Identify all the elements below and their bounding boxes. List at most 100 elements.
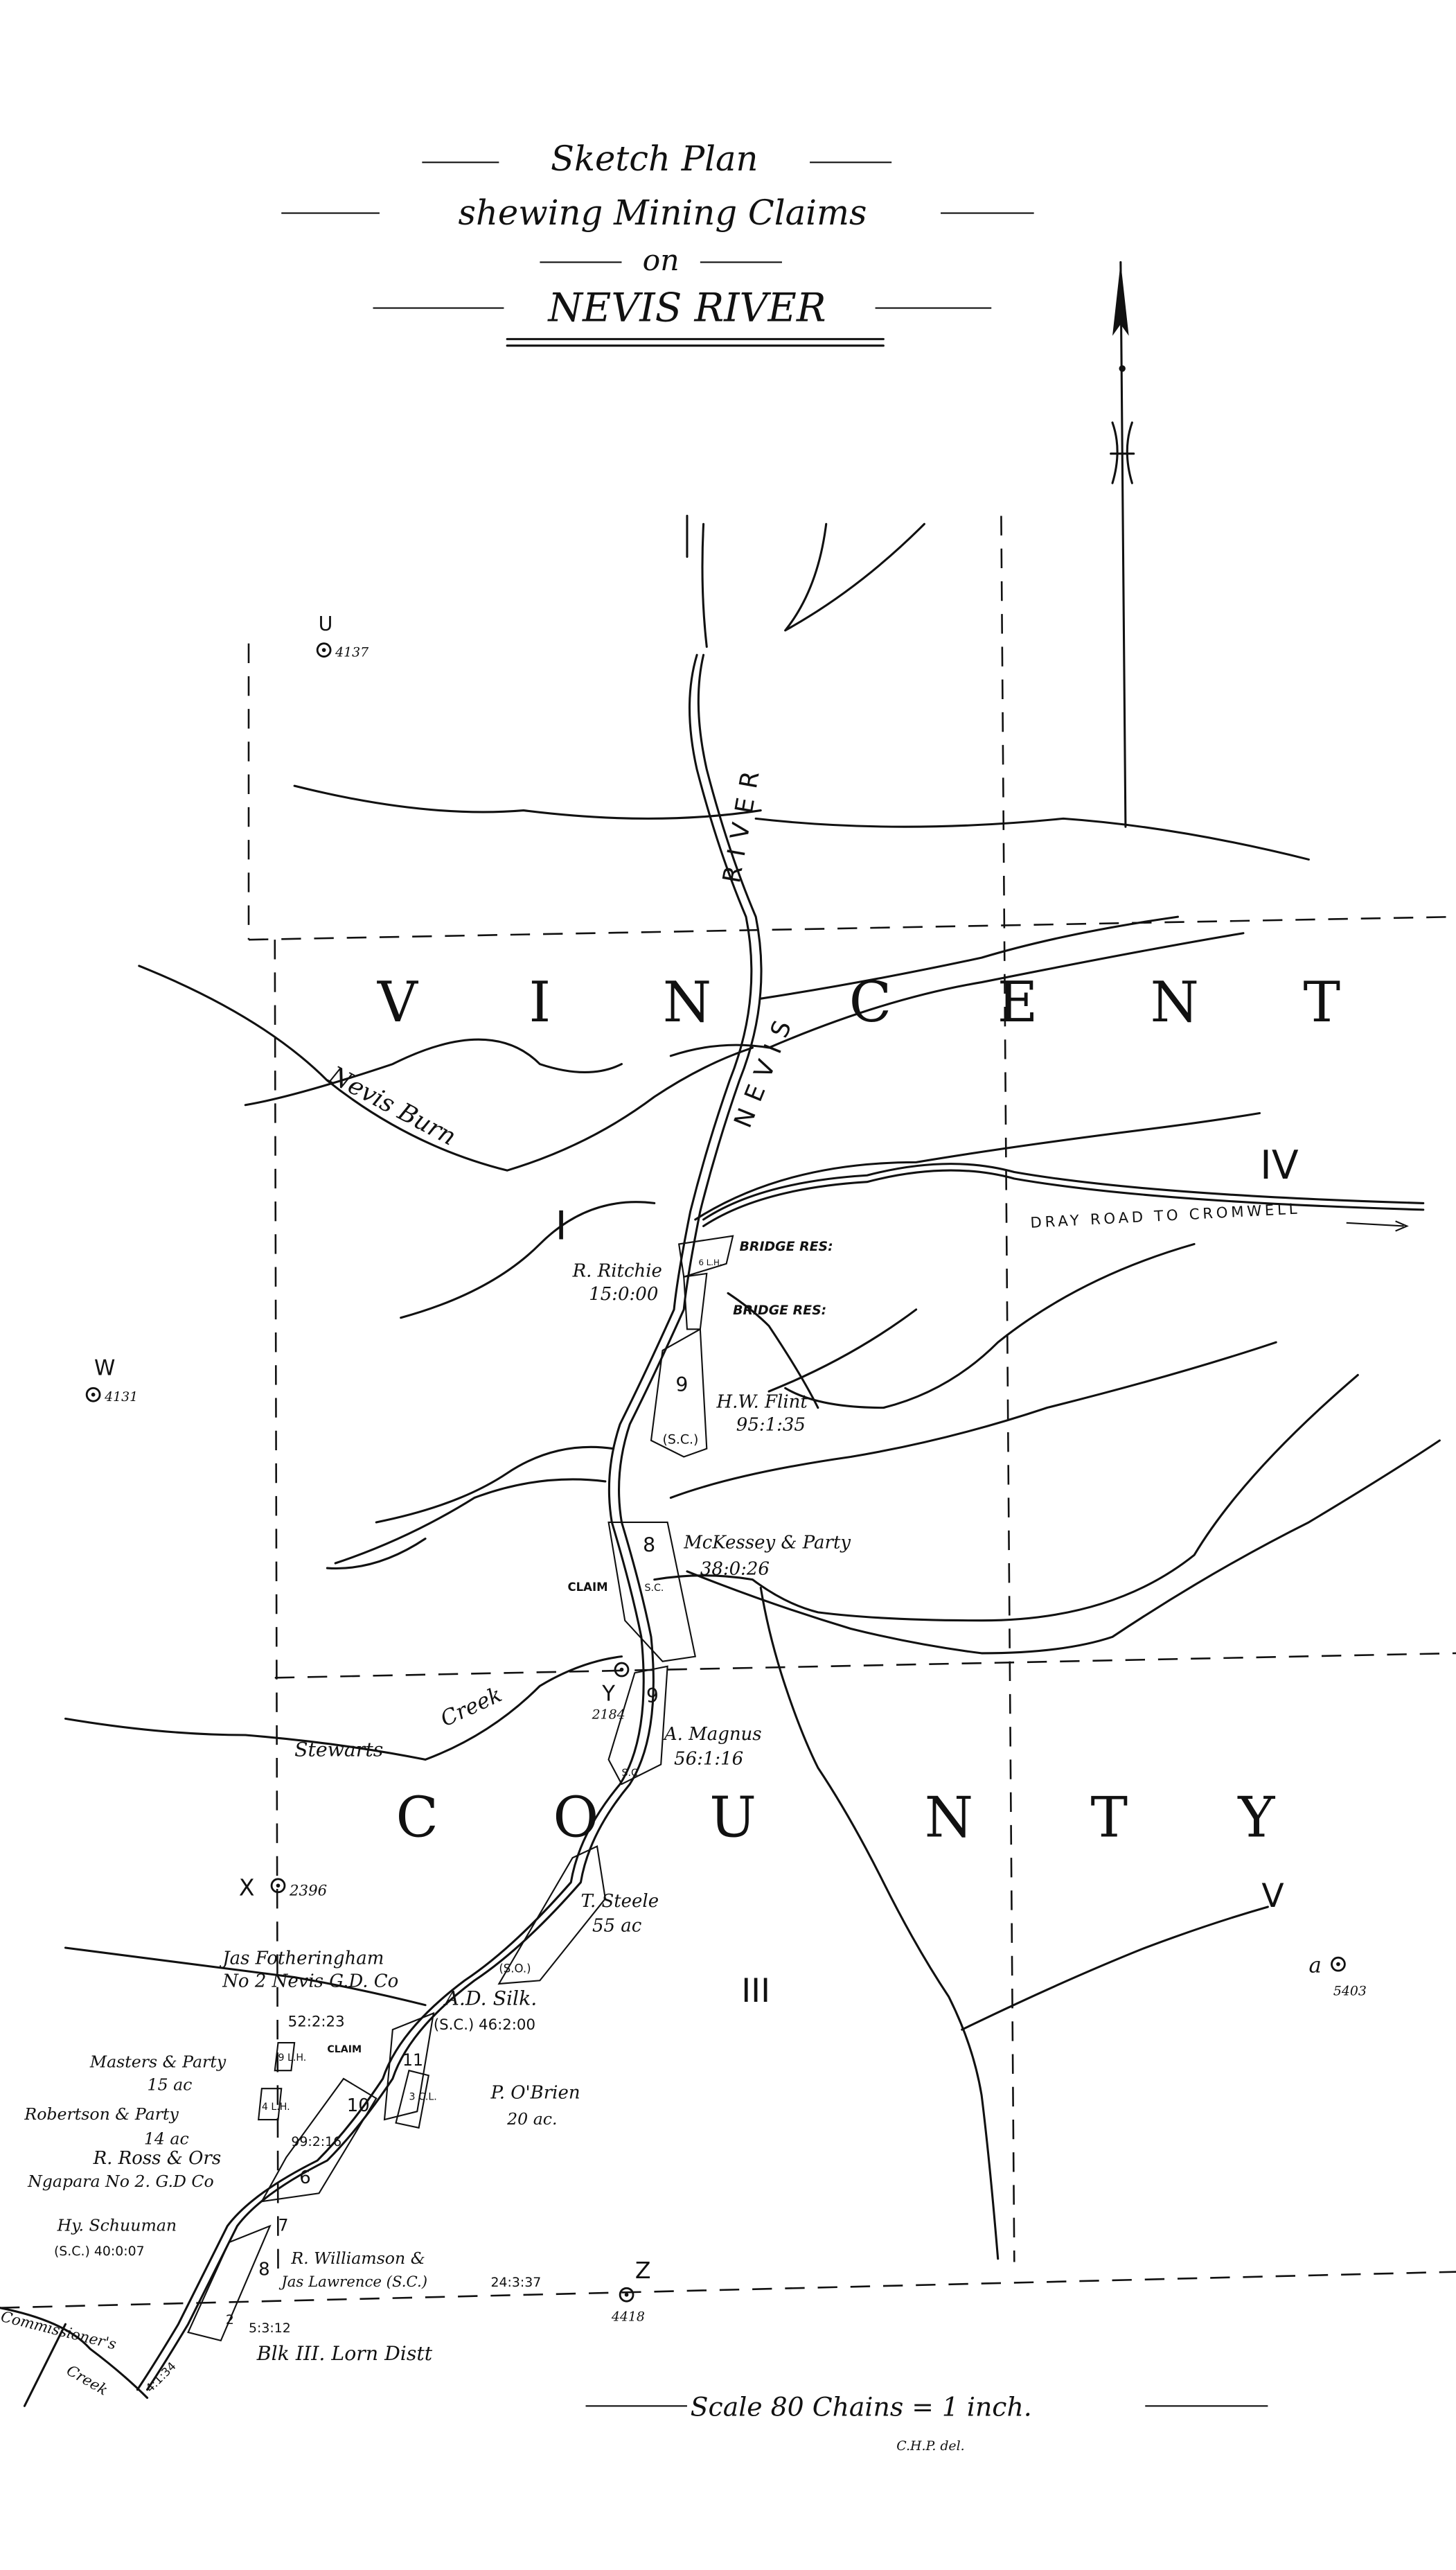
map-label: (S.C.) 46:2:00 [434,2016,535,2034]
station-z: Z 4418 [611,2257,651,2324]
map-label: Nevis Burn [323,1061,461,1152]
claim-robertson: Robertson & Party 14 ac 4 L.H. [24,2102,290,2149]
map-label: 9 [675,1373,688,1396]
map-label: A.D. Silk. [443,1987,537,2010]
map-label: Creek [437,1682,506,1732]
map-label: S.C. [645,1583,664,1594]
claim-boundaries [187,1235,734,2342]
map-label: T [1304,969,1341,1035]
map-label: CLAIM [327,2044,362,2055]
map-label: V [377,969,419,1035]
map-label: 55 ac [592,1915,642,1936]
author-label: C.H.P. del. [896,2438,964,2454]
map-label: Y [601,1682,615,1706]
map-label: 15 ac [148,2075,193,2095]
district-label: Blk III. Lorn Distt [256,2342,433,2365]
scale-label: Scale 80 Chains = 1 inch. [691,2392,1032,2422]
claim-schuuman: Hy. Schuuman(S.C.) 40:0:077 [54,2216,289,2259]
map-label: 4418 [611,2309,645,2325]
map-label: C [849,969,891,1035]
north-arrow-icon [1110,261,1135,828]
map-label: 20 ac. [506,2109,557,2129]
station-w: W 4131 [85,1356,138,1405]
title-block: Sketch Plan shewing Mining Claims on NEV… [281,139,1034,347]
map-label: 4:1:34 [143,2359,179,2395]
map-label: 9 [646,1684,659,1707]
map-label: A. Magnus [663,1724,762,1745]
map-label: U [319,613,333,635]
map-label: IV [1260,1143,1299,1188]
map-label: 38:0:26 [700,1559,770,1580]
map-label: 2 [226,2312,234,2327]
map-label: 7 [278,2216,289,2235]
map-label: Z [635,2257,651,2284]
map-label: 10 [347,2095,370,2116]
claim-lot-2: 5:3:122 [226,2312,291,2336]
map-label: (S.C.) [663,1432,699,1447]
map-label: V [1261,1877,1284,1915]
map-label: P. O'Brien [490,2082,580,2103]
map-label: 99:2:16 [291,2134,341,2149]
map-label: R. Williamson & [290,2248,425,2268]
map-label: 14 ac [144,2129,189,2148]
claim-silk: A.D. Silk. (S.C.) 46:2:00 11 [402,1987,537,2070]
map-label: 8 [643,1533,655,1556]
claim-lot-4: 4:1:34 [143,2359,179,2395]
block-numerals: I III IV V [556,1143,1299,2010]
map-label: 8 [258,2259,270,2280]
map-label: Commissioner's [0,2308,118,2354]
title-line-3: on [643,244,680,278]
map-label: H.W. Flint [716,1392,808,1413]
map-label: T. Steele [580,1891,659,1912]
station-a: a 5403 [1308,1953,1366,1998]
map-label: 5403 [1333,1984,1367,1999]
map-label: S.C. [621,1768,641,1779]
trig-stations: U 4137 W 4131 Y 2184 X 2396 Z 4418 a 540… [85,613,1367,2325]
map-label: NEVIS [729,1007,801,1132]
map-label: Jas Fotheringham [219,1948,384,1969]
map-label: Hy. Schuuman [57,2216,177,2235]
map-label: 4137 [335,645,369,660]
map-label: O [553,1784,598,1849]
map-label: Y [1237,1784,1275,1849]
map-label: R. Ross & Ors [93,2148,222,2169]
map-label: 15:0:00 [589,1284,658,1305]
map-label: CLAIM [568,1581,608,1594]
map-label: N [925,1784,973,1849]
map-label: X [239,1874,255,1901]
map-label: Ngapara No 2. G.D Co [27,2172,214,2191]
map-label: 2184 [592,1707,625,1722]
map-label: U [709,1784,756,1849]
map-label: 95:1:35 [736,1415,806,1436]
map-label: 6 L.H. [698,1258,722,1267]
map-label: BRIDGE RES: [733,1303,826,1318]
footer: Blk III. Lorn Distt Scale 80 Chains = 1 … [256,2342,1268,2454]
claim-williamson: R. Williamson & Jas Lawrence (S.C.) 24:3:3… [258,2248,541,2291]
county-name: V I N C E N T C O U N T Y [377,969,1340,1849]
map-label: 4 L.H. [262,2102,290,2113]
map-label: 24:3:37 [491,2275,542,2290]
title-line-1: Sketch Plan [551,139,758,179]
map-label: I [556,1203,567,1249]
map-label: 9 L.H. [278,2052,307,2063]
map-label: RIVER [718,759,767,886]
map-label: Robertson & Party [24,2104,179,2124]
map-label: III [741,1972,770,2010]
station-y: Y 2184 [592,1662,630,1722]
map-label: 11 [402,2050,423,2070]
map-label: Jas Lawrence (S.C.) [278,2273,427,2291]
title-line-4: NEVIS RIVER [547,285,826,331]
title-line-2: shewing Mining Claims [459,193,867,233]
map-label: a [1308,1953,1321,1978]
map-label: Creek [63,2362,110,2400]
station-x: X 2396 [239,1874,327,1901]
